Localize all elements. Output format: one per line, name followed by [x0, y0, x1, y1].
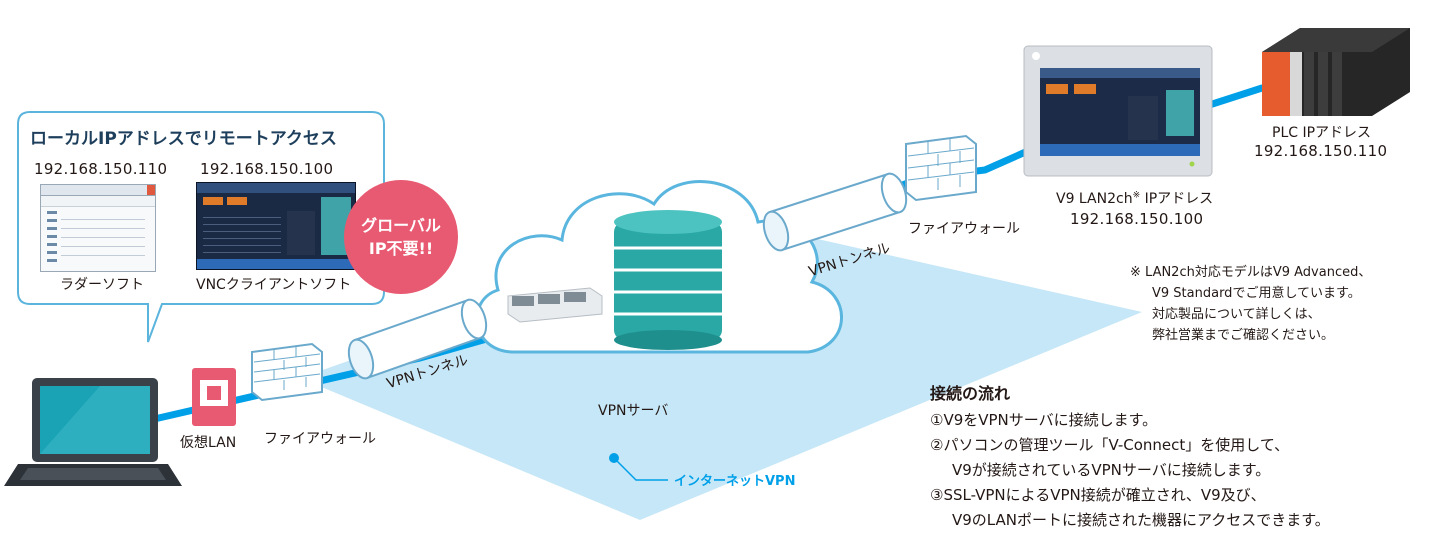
- internet-plane: [300, 222, 1142, 520]
- v9-title: V9 LAN2ch※ IPアドレス: [1056, 188, 1213, 208]
- note-line-2: V9 Standardでご用意しています。: [1152, 286, 1361, 301]
- plc-icon: [1262, 28, 1410, 116]
- flow-step-3-cont: V9のLANポートに接続された機器にアクセスできます。: [952, 511, 1330, 529]
- vpn-tunnel-right-shape: [762, 172, 908, 252]
- vnc-client-screenshot: [196, 182, 356, 270]
- firewall-left-label: ファイアウォール: [264, 431, 376, 447]
- v9-title-suffix: IPアドレス: [1140, 191, 1214, 207]
- firewall-right-label: ファイアウォール: [908, 221, 1020, 237]
- v9-hmi-panel-icon: [1023, 45, 1213, 177]
- v9-title-text: V9 LAN2ch: [1056, 191, 1133, 207]
- vpn-tunnel-left-shape: [347, 298, 488, 380]
- plc-title: PLC IPアドレス: [1272, 125, 1372, 141]
- firewall-right-icon: [905, 134, 977, 202]
- virtual-lan-icon: [192, 368, 236, 426]
- v9-title-mark: ※: [1132, 190, 1141, 201]
- flow-title: 接続の流れ: [930, 384, 1011, 403]
- global-ip-badge: グローバル IP不要!!: [344, 180, 458, 294]
- virtual-lan-label: 仮想LAN: [180, 435, 237, 451]
- laptop-icon: [4, 378, 182, 486]
- vnc-ip: 192.168.150.100: [200, 160, 334, 178]
- internet-vpn-label: インターネットVPN: [674, 474, 796, 489]
- vpn-server-label: VPNサーバ: [598, 403, 669, 419]
- flow-step-1: ①V9をVPNサーバに接続します。: [930, 411, 1158, 429]
- flow-step-3: ③SSL-VPNによるVPN接続が確立され、V9及び、: [930, 486, 1266, 504]
- flow-step-2: ②パソコンの管理ツール「V-Connect」を使用して、: [930, 436, 1290, 454]
- ladder-software-caption: ラダーソフト: [60, 277, 144, 293]
- ladder-software-screenshot: [40, 184, 156, 272]
- v9-ip: 192.168.150.100: [1070, 210, 1204, 228]
- flow-step-2-cont: V9が接続されているVPNサーバに接続します。: [952, 461, 1271, 479]
- network-router-icon: [507, 287, 603, 323]
- note-line-4: 弊社営業までご確認ください。: [1152, 328, 1335, 343]
- vpn-server-icon: [614, 210, 722, 350]
- internet-vpn-pointer-line: [613, 457, 668, 481]
- callout-title: ローカルIPアドレスでリモートアクセス: [30, 129, 337, 149]
- firewall-left-icon: [251, 342, 323, 402]
- note-line-1: ※ LAN2ch対応モデルはV9 Advanced、: [1130, 265, 1372, 280]
- note-line-3: 対応製品について詳しくは、: [1152, 307, 1321, 322]
- vnc-software-caption: VNCクライアントソフト: [196, 277, 352, 293]
- plc-ip: 192.168.150.110: [1254, 142, 1388, 160]
- badge-line2: IP不要!!: [368, 239, 434, 258]
- badge-line1: グローバル: [361, 215, 441, 235]
- ladder-ip: 192.168.150.110: [34, 160, 168, 178]
